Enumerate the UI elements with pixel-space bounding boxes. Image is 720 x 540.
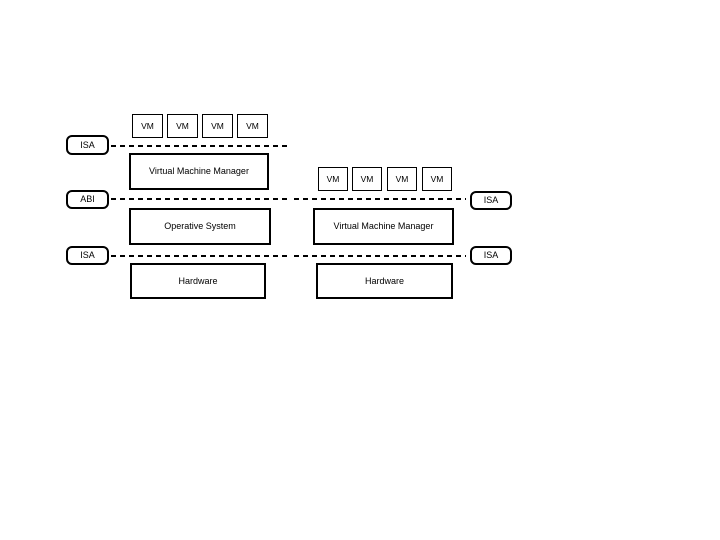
left-vm-box-4: VM <box>237 114 268 138</box>
dashed-boundary-middle-left <box>111 198 287 200</box>
left-vm-box-3: VM <box>202 114 233 138</box>
right-vm-box-2: VM <box>352 167 382 191</box>
left-interface-label-isa-top: ISA <box>66 135 109 155</box>
dashed-boundary-middle-right <box>294 198 466 200</box>
left-hardware-box: Hardware <box>130 263 266 299</box>
right-vm-box-3: VM <box>387 167 417 191</box>
left-vmm-box: Virtual Machine Manager <box>129 153 269 190</box>
left-os-box: Operative System <box>129 208 271 245</box>
left-vm-box-2: VM <box>167 114 198 138</box>
dashed-boundary-bottom-left <box>111 255 287 257</box>
left-interface-label-isa-bottom: ISA <box>66 246 109 265</box>
right-vmm-box: Virtual Machine Manager <box>313 208 454 245</box>
dashed-boundary-bottom-right <box>294 255 466 257</box>
right-interface-label-isa-bottom: ISA <box>470 246 512 265</box>
right-interface-label-isa-middle: ISA <box>470 191 512 210</box>
right-hardware-box: Hardware <box>316 263 453 299</box>
left-interface-label-abi: ABI <box>66 190 109 209</box>
dashed-boundary-top-left <box>111 145 287 147</box>
right-vm-box-1: VM <box>318 167 348 191</box>
right-vm-box-4: VM <box>422 167 452 191</box>
left-vm-box-1: VM <box>132 114 163 138</box>
